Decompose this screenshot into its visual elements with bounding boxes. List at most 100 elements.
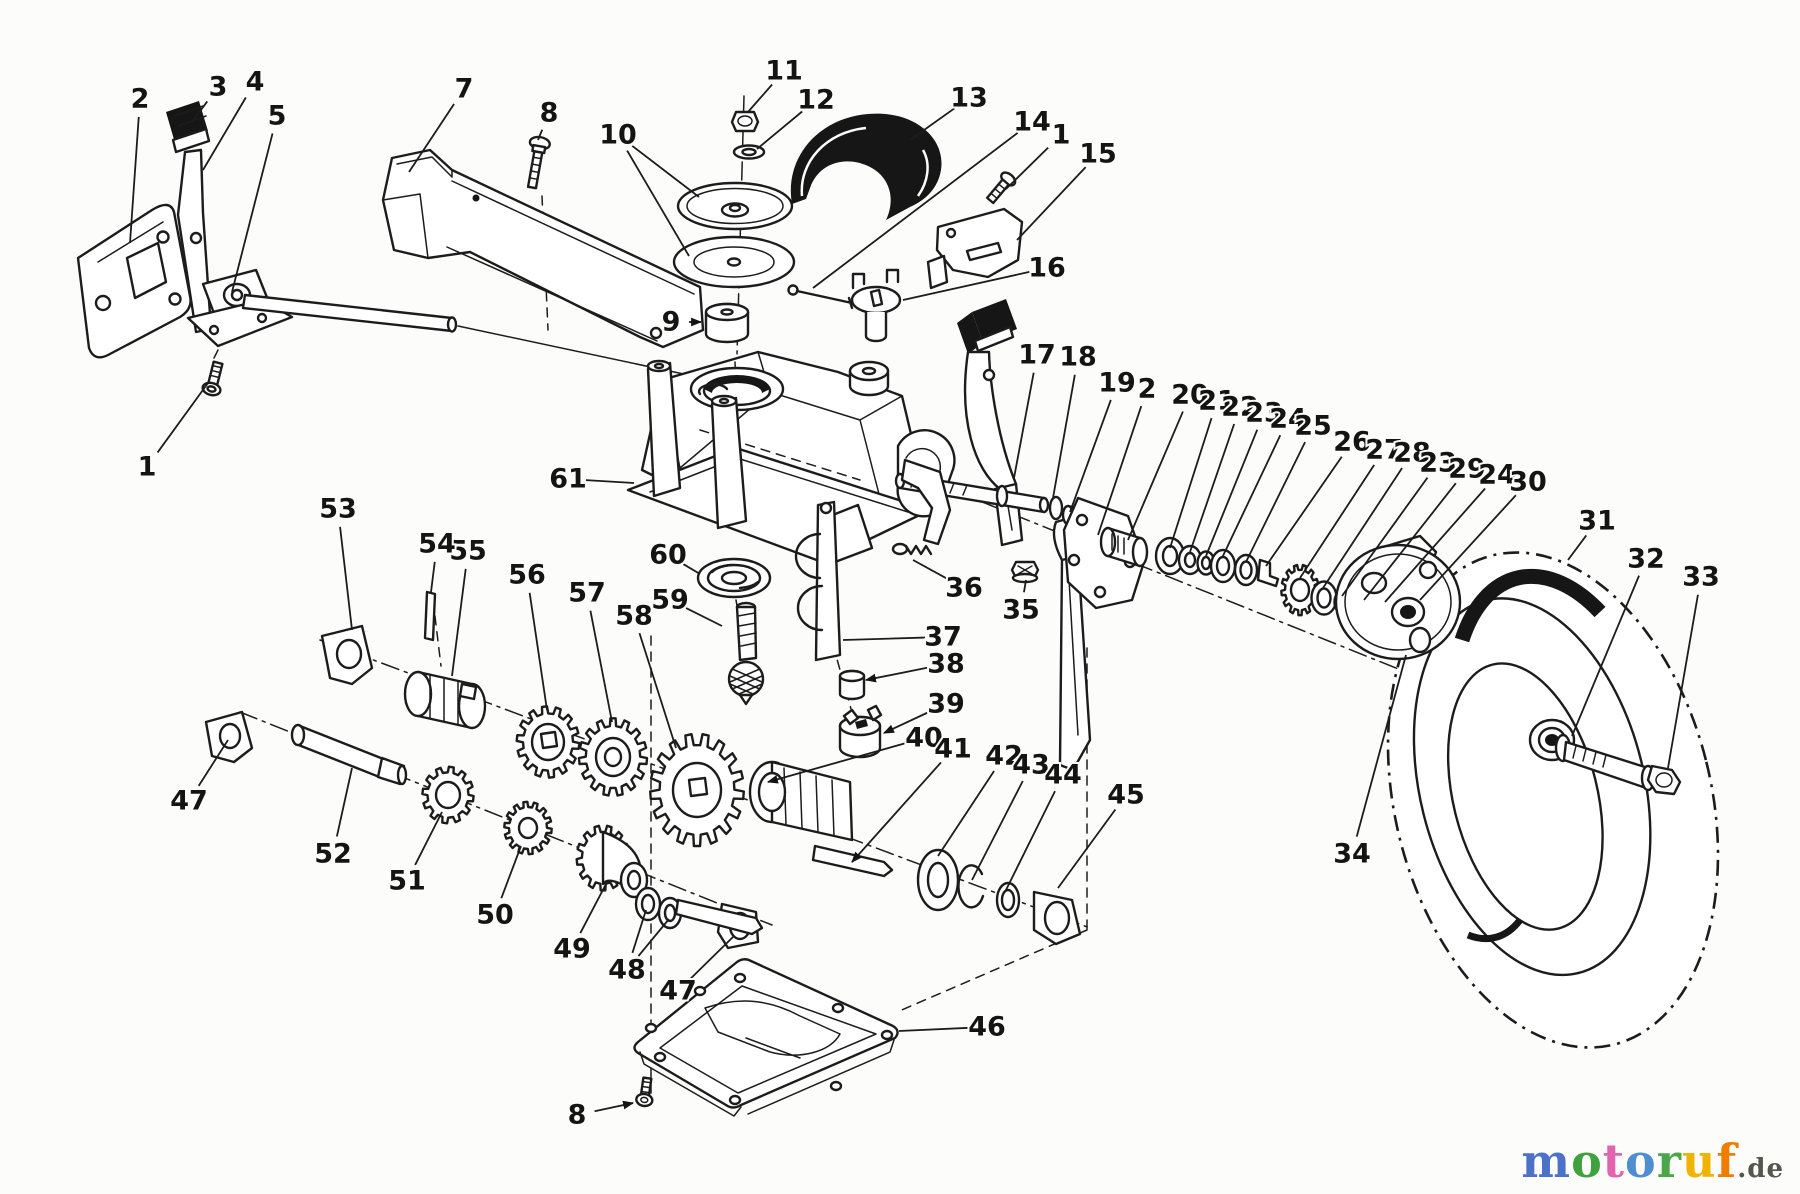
callout-10: 10 [597, 118, 700, 257]
leader-line [202, 97, 247, 171]
callout-27: 27 [1299, 433, 1405, 579]
leader-line [537, 129, 544, 141]
part-number: 35 [1002, 595, 1040, 626]
part-number: 58 [615, 601, 653, 632]
logo-letter: u [1681, 1134, 1717, 1188]
part-number: 4 [246, 67, 265, 98]
part-number: 17 [1018, 340, 1056, 371]
callout-47: 47 [657, 935, 735, 1009]
part-number: 60 [649, 540, 687, 571]
washer-18 [1048, 495, 1064, 521]
leader-line [231, 133, 274, 293]
part-number: 27 [1365, 435, 1403, 466]
leader-line [1169, 417, 1213, 549]
leader-line [528, 592, 548, 711]
callout-23: 23 [1341, 446, 1459, 597]
callout-48: 48 [606, 909, 670, 988]
logo-letter: o [1571, 1134, 1603, 1188]
callout-33: 33 [1667, 560, 1722, 769]
snap-ring-43 [957, 864, 985, 909]
part-number: 5 [268, 101, 287, 132]
part-number: 1 [1052, 120, 1071, 151]
callout-61: 61 [547, 462, 635, 497]
leader-line [747, 83, 773, 113]
part-number: 42 [985, 741, 1023, 772]
callout-16: 16 [902, 251, 1068, 301]
part-number: 26 [1333, 427, 1371, 458]
part-number: 46 [968, 1012, 1006, 1043]
leader-line [631, 145, 700, 198]
part-number: 14 [1013, 107, 1051, 138]
part-number: 8 [568, 1100, 587, 1131]
part-number: 2 [131, 84, 150, 115]
leader-line [1069, 399, 1112, 513]
logo-letter: r [1656, 1134, 1682, 1188]
pulley-stack [672, 110, 796, 344]
leader-line [585, 479, 635, 484]
part-number: 16 [1028, 253, 1066, 284]
leader-line [589, 610, 613, 723]
leader-line [909, 107, 955, 141]
callout-59: 59 [649, 583, 723, 627]
leader-line [1005, 146, 1049, 190]
spacer-38 [838, 669, 866, 701]
ball-bearing-60 [696, 557, 772, 599]
leader-line [937, 770, 995, 857]
leader-line [1023, 579, 1027, 593]
part-number: 24 [1478, 460, 1516, 491]
part-number: 18 [1059, 342, 1097, 373]
callout-37: 37 [842, 620, 964, 655]
screw-1 [201, 360, 224, 397]
construction-line [239, 711, 773, 926]
callout-60: 60 [647, 538, 701, 575]
screw-1b [985, 171, 1017, 205]
callout-35: 35 [1000, 579, 1042, 628]
leader-line [902, 271, 1030, 301]
leader-line [1384, 487, 1486, 603]
leader-line [1567, 534, 1587, 561]
part-number: 54 [418, 529, 456, 560]
leader-line [1016, 166, 1087, 241]
leader-line [1419, 494, 1517, 601]
brake-arm-36 [891, 458, 952, 556]
part-number: 50 [476, 900, 514, 931]
callout-12: 12 [756, 83, 837, 150]
leader-line [594, 1100, 635, 1113]
callout-55: 55 [447, 534, 489, 677]
callout-1: 1 [1005, 118, 1072, 190]
gearcase-housing-61 [626, 350, 956, 564]
leader-line [1052, 374, 1076, 499]
callout-8: 8 [566, 1098, 635, 1133]
leader-line [1299, 464, 1375, 579]
clutch-dog-39 [838, 704, 883, 759]
callout-49: 49 [551, 883, 607, 967]
callout-29: 29 [1363, 452, 1488, 601]
logo-letter: f [1716, 1134, 1738, 1188]
bracket-15 [926, 207, 1024, 290]
callout-50: 50 [474, 845, 522, 933]
leader-line [685, 607, 723, 627]
leader-line [500, 845, 522, 899]
spring-36 [904, 544, 933, 556]
part-number: 23 [1245, 398, 1283, 429]
callout-9: 9 [660, 305, 703, 340]
leader-line [1363, 482, 1457, 601]
part-number: 12 [797, 85, 835, 116]
part-number: 3 [209, 72, 228, 103]
callout-24: 24 [1384, 458, 1518, 603]
leader-line [864, 666, 929, 683]
leader-line [1571, 575, 1640, 737]
callout-39: 39 [883, 687, 967, 734]
part-number: 37 [924, 622, 962, 653]
mounting-bracket-7 [381, 148, 705, 349]
callout-31: 31 [1567, 504, 1618, 561]
wheel-hub-34 [1334, 534, 1462, 661]
part-number: 9 [662, 307, 681, 338]
callout-58: 58 [613, 599, 677, 749]
leader-line [1322, 467, 1403, 589]
callout-40: 40 [766, 721, 945, 784]
part-number: 57 [568, 578, 606, 609]
callout-23: 23 [1205, 396, 1285, 557]
part-number: 34 [1333, 839, 1371, 870]
callout-5: 5 [231, 99, 288, 293]
